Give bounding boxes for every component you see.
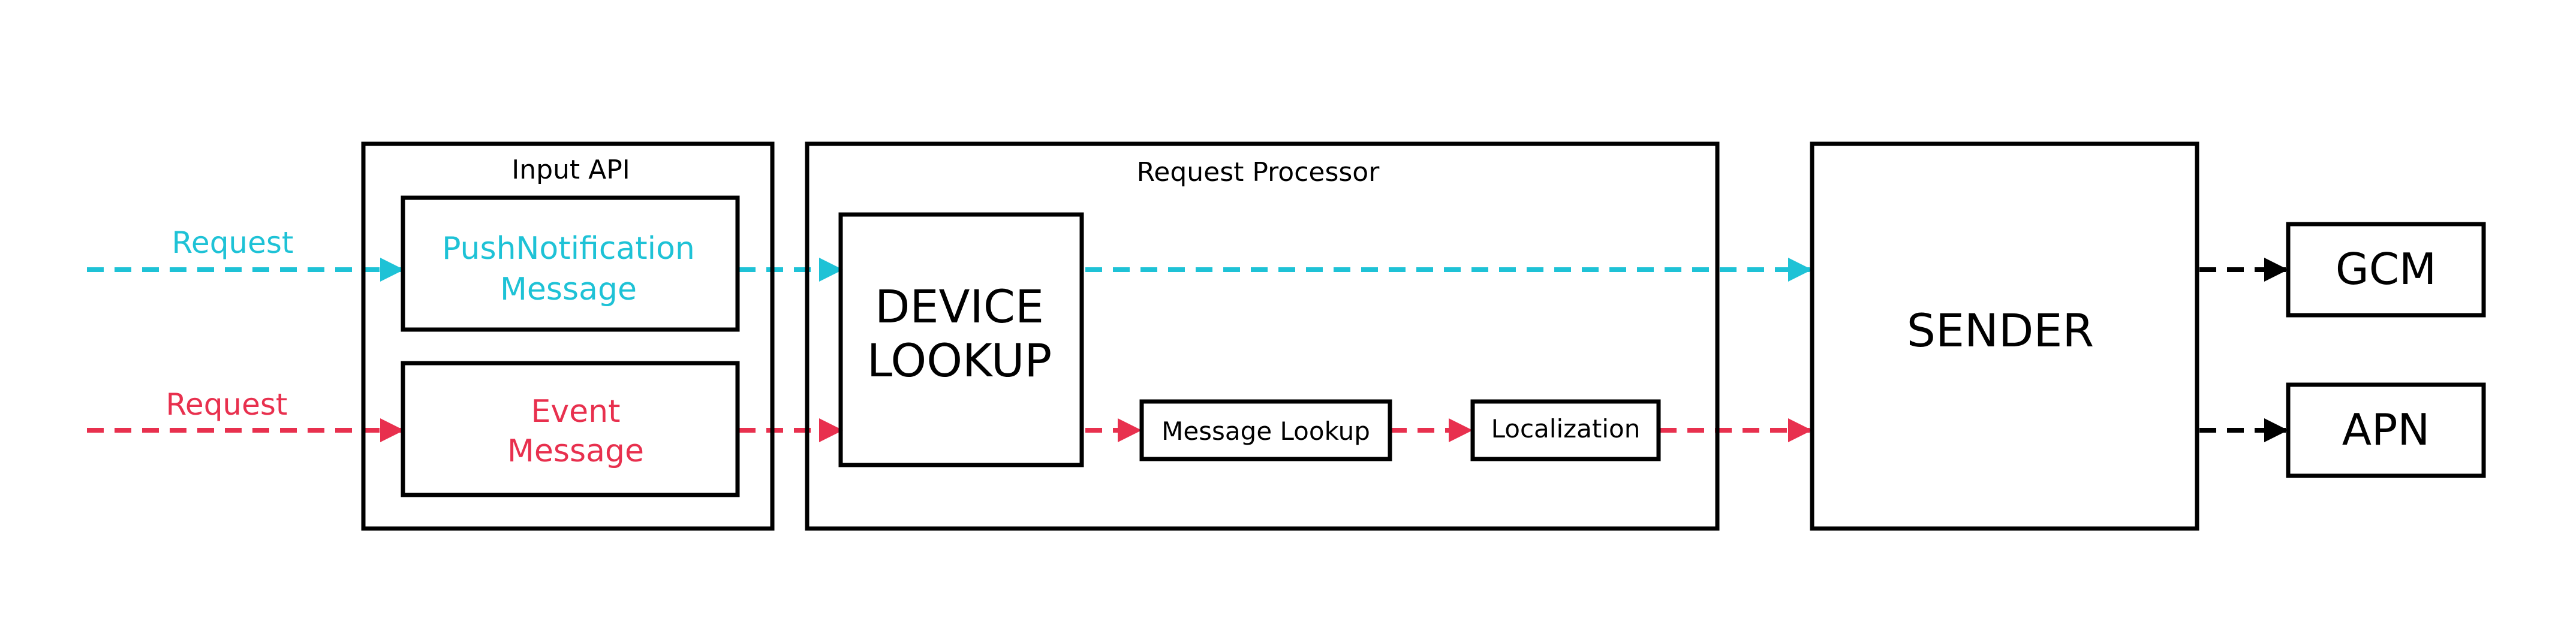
sender-box — [1810, 141, 2199, 531]
request-processor-title: Request Processor — [1137, 157, 1380, 188]
event-message-box — [401, 361, 740, 497]
device-lookup-box — [838, 212, 1084, 467]
device-lookup-label-line1: DEVICE — [875, 280, 1044, 333]
message-lookup-label: Message Lookup — [1161, 416, 1370, 446]
input-api-title: Input API — [511, 155, 630, 185]
event-label-line1: Event — [531, 394, 621, 430]
event-label-line2: Message — [507, 433, 644, 469]
request-label-bottom: Request — [165, 387, 287, 422]
gcm-label: GCM — [2336, 244, 2436, 294]
apn-box — [2286, 382, 2486, 478]
request-label-top: Request — [171, 225, 293, 260]
input-api-box — [361, 141, 775, 531]
gcm-box — [2286, 222, 2486, 318]
push-notification-message-box — [401, 195, 740, 332]
message-lookup-box — [1139, 399, 1392, 461]
push-notification-label-line1: PushNotification — [442, 231, 695, 267]
sender-label: SENDER — [1907, 304, 2094, 357]
device-lookup-label-line2: LOOKUP — [867, 334, 1052, 387]
localization-box — [1470, 399, 1661, 461]
request-processor-box — [805, 141, 1720, 531]
apn-label: APN — [2342, 404, 2430, 455]
push-notification-label-line2: Message — [500, 271, 637, 307]
localization-label: Localization — [1491, 414, 1641, 443]
